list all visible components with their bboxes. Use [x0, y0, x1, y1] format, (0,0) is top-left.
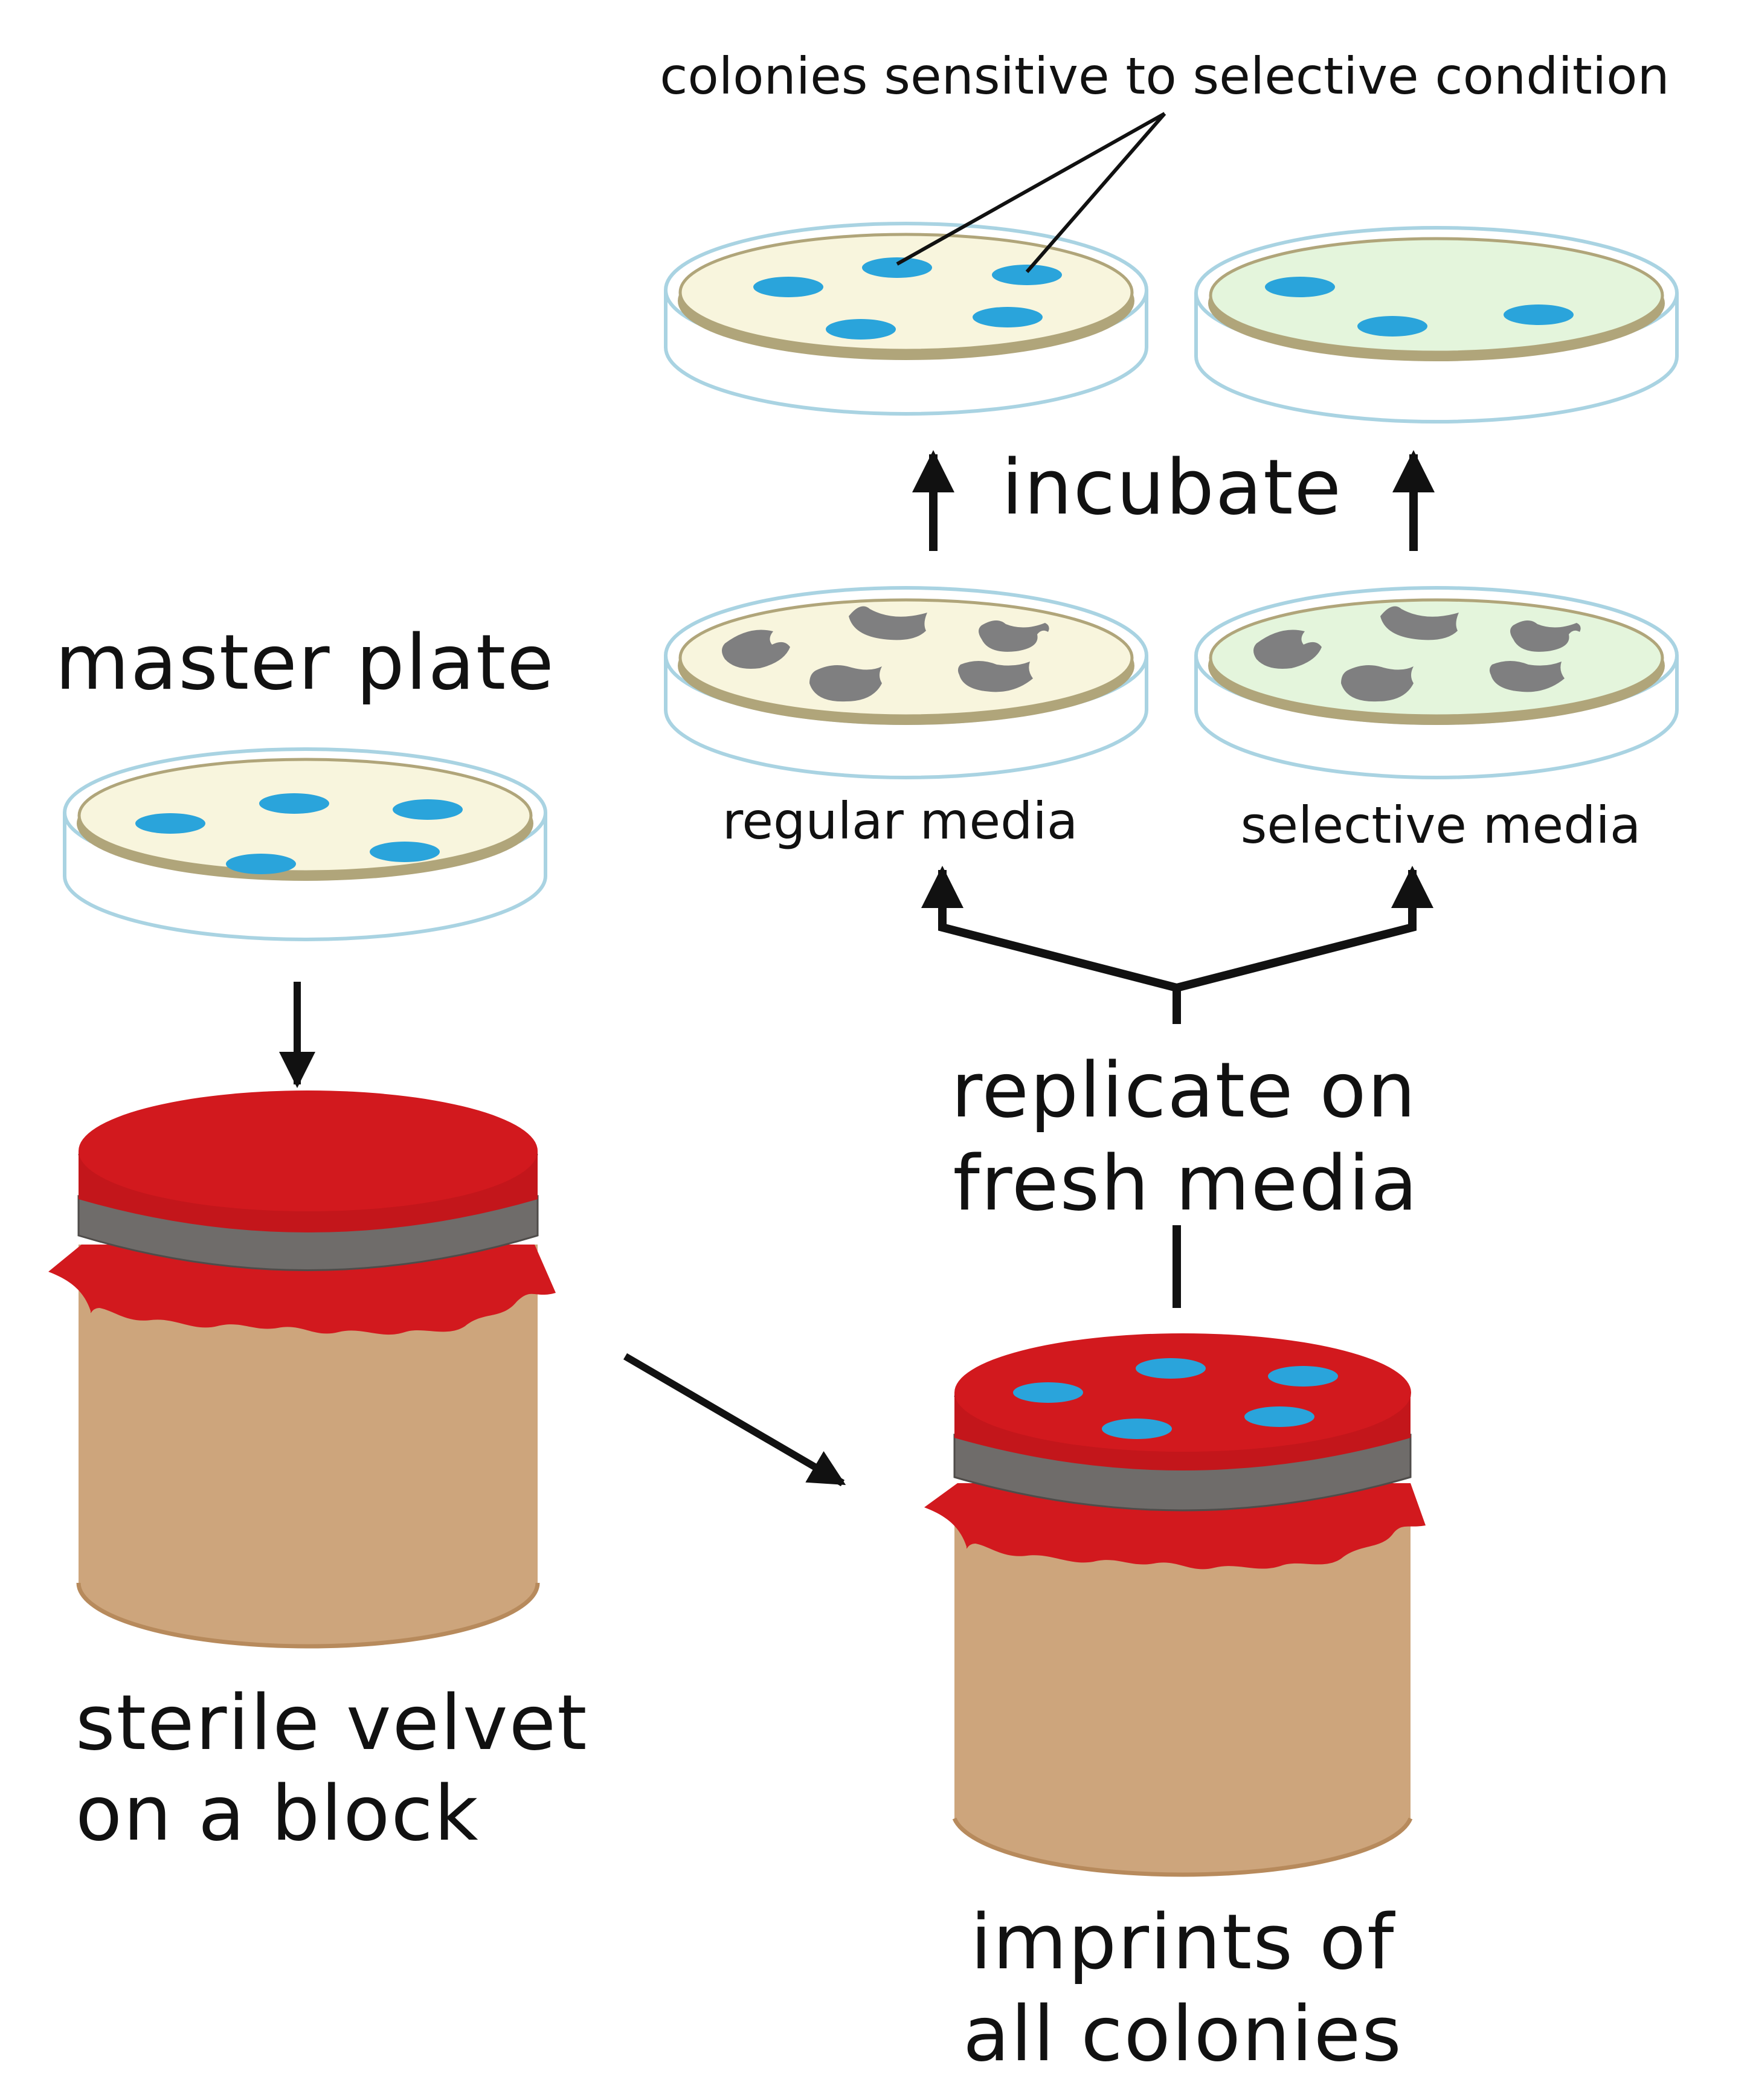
imprint-smear: [1510, 620, 1581, 652]
imprint-smear: [979, 620, 1049, 652]
replicate-label-line2: fresh media: [953, 1139, 1419, 1228]
replicate-branch-arrow: [921, 866, 1433, 1024]
imprints-label-line1: imprints of: [971, 1898, 1396, 1986]
replica-regular-plate: [664, 586, 1148, 779]
imprint-smear: [1341, 665, 1414, 702]
colony: [259, 793, 329, 814]
colony-imprint: [1244, 1406, 1314, 1427]
colony: [973, 307, 1043, 327]
colony-imprint: [1102, 1419, 1172, 1439]
colony: [753, 277, 823, 297]
incubated-regular-plate: [664, 222, 1148, 416]
imprint-smear: [849, 606, 927, 640]
colony: [226, 854, 296, 874]
block-to-imprint-arrow: [623, 1353, 846, 1487]
colony: [1265, 277, 1335, 297]
colony-imprint: [1268, 1366, 1338, 1387]
master-plate-label: master plate: [55, 618, 555, 707]
sterile-velvet-label-line2: on a block: [76, 1769, 480, 1858]
sterile-velvet-label-line1: sterile velvet: [76, 1678, 588, 1767]
colony: [992, 265, 1062, 285]
velvet-drape: [924, 1483, 1426, 1570]
colony: [135, 813, 205, 834]
colony: [826, 319, 896, 340]
colony: [1357, 316, 1427, 337]
sensitive-colony-pointers: [896, 112, 1166, 273]
colony: [393, 799, 463, 820]
replicate-label-line1: replicate on: [951, 1046, 1417, 1135]
incubate-label: incubate: [1002, 443, 1342, 532]
selective-media-label: selective media: [1241, 796, 1641, 855]
master-plate: [63, 747, 547, 941]
colony-imprint: [1013, 1382, 1083, 1403]
sterile-velvet-block: [48, 1090, 556, 1649]
block-body: [954, 1516, 1411, 1875]
imprint-smear: [809, 665, 882, 702]
imprint-smear: [1380, 606, 1459, 640]
velvet-drape: [48, 1245, 556, 1335]
colony: [862, 257, 932, 278]
block-body: [79, 1245, 538, 1646]
regular-media-label: regular media: [722, 791, 1078, 851]
imprint-smear: [957, 661, 1033, 692]
imprint-smear: [1253, 630, 1322, 669]
imprinted-velvet-block: [924, 1333, 1426, 1877]
colonies-sensitive-label: colonies sensitive to selective conditio…: [660, 47, 1670, 106]
replica-selective-plate: [1194, 586, 1679, 779]
velvet-top: [79, 1090, 538, 1211]
colony: [370, 842, 440, 862]
imprint-smear: [1489, 661, 1565, 692]
colony-imprint: [1136, 1358, 1206, 1379]
imprint-smear: [722, 630, 790, 669]
colony: [1504, 304, 1574, 325]
imprints-label-line2: all colonies: [963, 1989, 1403, 2078]
incubated-selective-plate: [1194, 226, 1679, 424]
